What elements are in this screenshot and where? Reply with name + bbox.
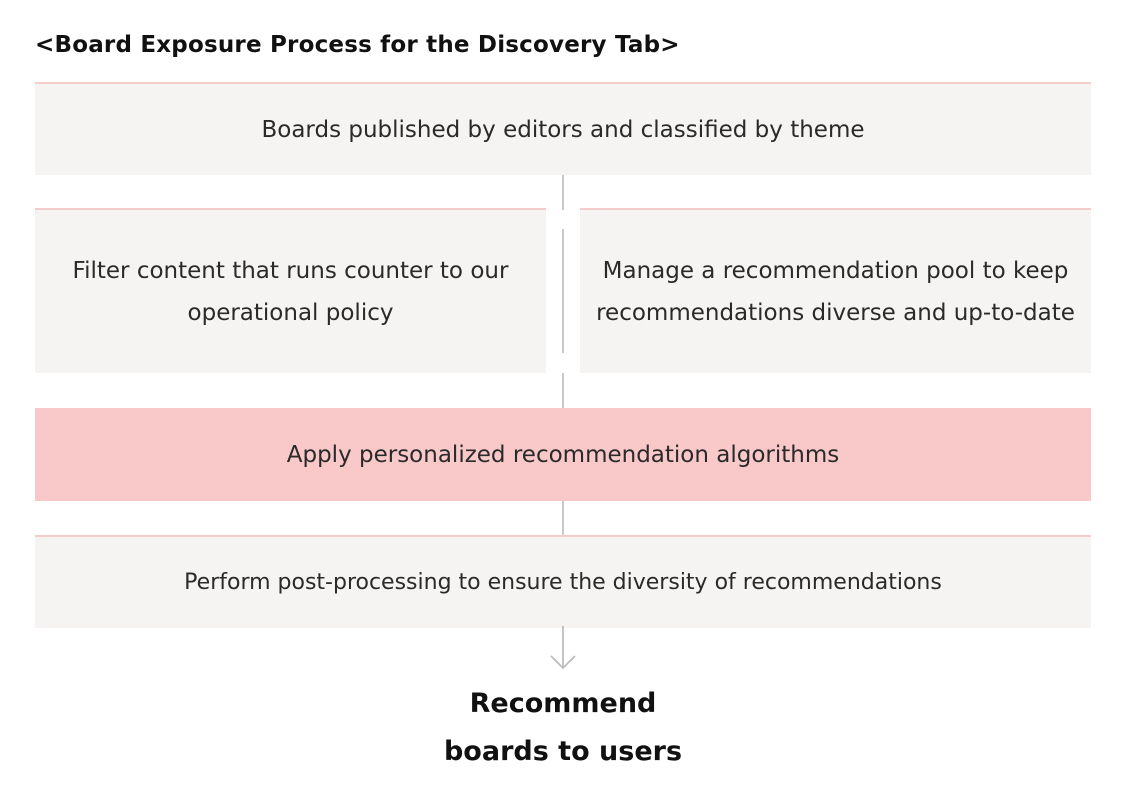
step-personalized-algorithms: Apply personalized recommendation algori… [35,408,1091,501]
step-boards-published: Boards published by editors and classifi… [35,82,1091,175]
step-personalized-algorithms-label: Apply personalized recommendation algori… [286,441,840,468]
outcome-line-1: Recommend [469,688,657,719]
down-arrow-icon [550,626,576,670]
step-filter-content: Filter content that runs counter to our … [35,208,546,373]
step-manage-pool-label: Manage a recommendation pool to keep rec… [596,257,1075,326]
outcome-line-2: boards to users [443,736,683,767]
connector-line [562,175,564,210]
connector-line [562,373,564,409]
step-post-processing-label: Perform post-processing to ensure the di… [184,569,942,595]
diagram-title: <Board Exposure Process for the Discover… [35,32,680,58]
divider-line [562,229,564,353]
outcome-recommend-boards: Recommend boards to users [413,680,713,776]
step-filter-content-label: Filter content that runs counter to our … [72,257,509,326]
step-manage-pool: Manage a recommendation pool to keep rec… [580,208,1091,373]
step-boards-published-label: Boards published by editors and classifi… [261,116,865,143]
connector-line [562,501,564,537]
step-post-processing: Perform post-processing to ensure the di… [35,535,1091,628]
